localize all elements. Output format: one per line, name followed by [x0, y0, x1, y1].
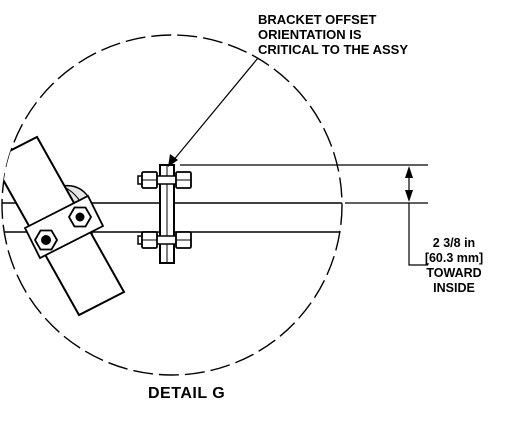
- hex-nut-upper: [67, 206, 93, 228]
- bolt-upper: [137, 171, 192, 189]
- dimension-metric: [60.3 mm]: [424, 251, 484, 265]
- note-line-2: ORIENTATION IS: [258, 27, 362, 42]
- dimension-direction-1: TOWARD: [426, 266, 482, 280]
- dimension-leader: [408, 203, 428, 266]
- bolt-lower: [137, 231, 192, 249]
- detail-title: DETAIL G: [148, 385, 226, 402]
- dimension-imperial: 2 3/8 in: [432, 236, 476, 250]
- orientation-note: BRACKET OFFSET ORIENTATION IS CRITICAL T…: [258, 12, 408, 57]
- dimension-direction-2: INSIDE: [433, 281, 475, 295]
- dimension-arrows: [405, 166, 413, 202]
- note-line-3: CRITICAL TO THE ASSY: [258, 42, 408, 57]
- note-leader: [168, 57, 259, 167]
- hex-nut-lower: [33, 229, 59, 251]
- detail-boundary-circle: [1, 34, 343, 376]
- note-line-1: BRACKET OFFSET: [258, 12, 377, 27]
- dimension-extension-lines: [180, 164, 428, 204]
- offset-dimension-label: 2 3/8 in [60.3 mm] TOWARD INSIDE: [418, 236, 490, 296]
